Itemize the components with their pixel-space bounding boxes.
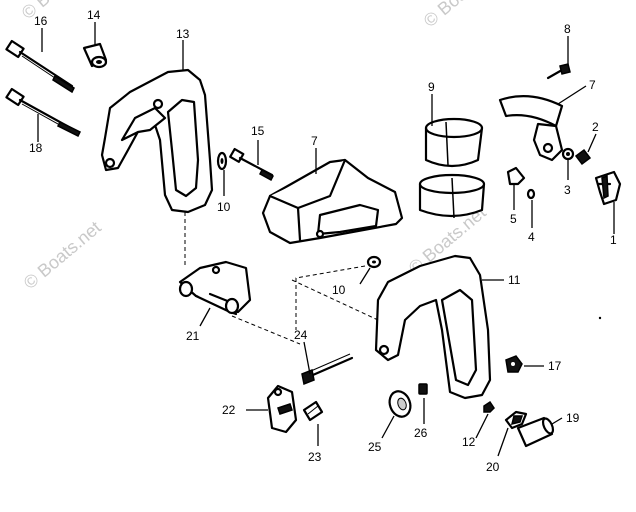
callout-16: 16	[34, 14, 48, 28]
part-4-washer	[526, 188, 536, 200]
part-1-wing-screw	[594, 170, 622, 206]
callout-9: 9	[428, 80, 435, 94]
part-14-bushing	[82, 42, 108, 69]
watermark-top-right: © Boats.net	[420, 0, 505, 31]
callout-4: 4	[528, 230, 535, 244]
part-5-block	[506, 166, 526, 186]
callout-19: 19	[566, 411, 580, 425]
part-18-bolt	[5, 87, 82, 138]
callout-17: 17	[548, 359, 562, 373]
part-7-clamp-block	[261, 158, 404, 245]
leader-lines	[37, 22, 615, 457]
part-26-nut	[418, 383, 428, 395]
watermark-left: © Boats.net	[20, 217, 105, 293]
part-12-nut	[483, 400, 495, 413]
part-13-clamp-bracket	[100, 68, 214, 214]
part-21-swivel-bracket	[178, 260, 252, 316]
callout-21: 21	[186, 329, 200, 343]
callout-12: 12	[462, 435, 476, 449]
part-7-clamp-cap	[498, 95, 564, 162]
part-11-clamp-bracket	[374, 254, 492, 400]
part-23-screw	[302, 400, 324, 422]
callout-20: 20	[486, 460, 500, 474]
assembly-lines	[184, 212, 379, 345]
callout-13: 13	[176, 27, 190, 41]
callout-26: 26	[414, 426, 428, 440]
callout-22: 22	[222, 403, 236, 417]
stray-mark	[598, 316, 602, 320]
part-15-bolt	[229, 147, 274, 182]
callout-23: 23	[308, 450, 322, 464]
callout-8: 8	[564, 22, 571, 36]
callout-14: 14	[87, 8, 101, 22]
part-17-nut	[505, 355, 523, 373]
part-10-washer-upper	[216, 151, 228, 171]
part-3-washer	[561, 147, 575, 161]
callout-18: 18	[29, 141, 43, 155]
callout-10-lower: 10	[332, 283, 346, 297]
callout-labels: 16 14 13 18 15 10 7 9 8 7 2 3 5 4 1 10 1…	[29, 8, 617, 474]
callout-3: 3	[564, 183, 571, 197]
callout-7-center: 7	[311, 134, 318, 148]
callout-11: 11	[508, 273, 521, 287]
part-25-disc	[388, 390, 412, 418]
part-19-pin	[516, 416, 555, 448]
callout-24: 24	[294, 328, 308, 342]
callout-1: 1	[610, 233, 617, 247]
part-10-washer-lower	[366, 255, 382, 269]
callout-2: 2	[592, 120, 599, 134]
part-9-sleeve	[418, 117, 486, 219]
part-20-clip	[504, 410, 528, 430]
callout-10-upper: 10	[217, 200, 231, 214]
callout-15: 15	[251, 124, 265, 138]
callout-5: 5	[510, 212, 517, 226]
callout-25: 25	[368, 440, 382, 454]
part-24-threaded-rod	[301, 353, 354, 386]
part-2-nut	[574, 148, 592, 166]
part-8-screw	[546, 63, 571, 80]
part-16-bolt	[5, 39, 75, 94]
callout-7-right: 7	[589, 78, 596, 92]
part-22-plate	[266, 384, 298, 434]
